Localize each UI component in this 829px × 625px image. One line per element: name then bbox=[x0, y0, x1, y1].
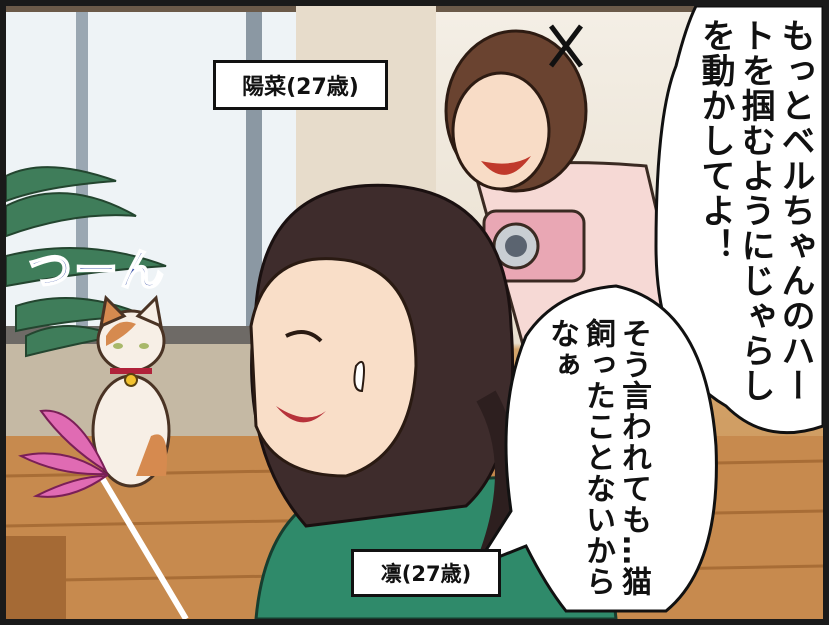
cat-illustration bbox=[91, 294, 171, 488]
plant-leaves bbox=[6, 166, 167, 358]
haruna-speech-text: もっとベルちゃんのハートを掴むようにじゃらしを動かしてよ！ bbox=[695, 18, 815, 403]
name-label-rin: 凛(27歳) bbox=[351, 549, 501, 597]
panel-art bbox=[6, 6, 823, 619]
haruna-speech-bubble-shape bbox=[654, 6, 823, 435]
rin-speech-bubble-shape bbox=[472, 284, 718, 613]
rin-speech-text: そう言われても…猫飼ったことないからなぁ bbox=[544, 318, 651, 597]
cat-toy bbox=[18, 409, 189, 619]
cat-sound-effect: つーん bbox=[27, 244, 166, 297]
manga-panel: もっとベルちゃんのハートを掴むようにじゃらしを動かしてよ！ そう言われても…猫飼… bbox=[6, 6, 823, 619]
anger-mark-icon bbox=[549, 24, 583, 68]
name-label-haruna: 陽菜(27歳) bbox=[213, 60, 388, 110]
